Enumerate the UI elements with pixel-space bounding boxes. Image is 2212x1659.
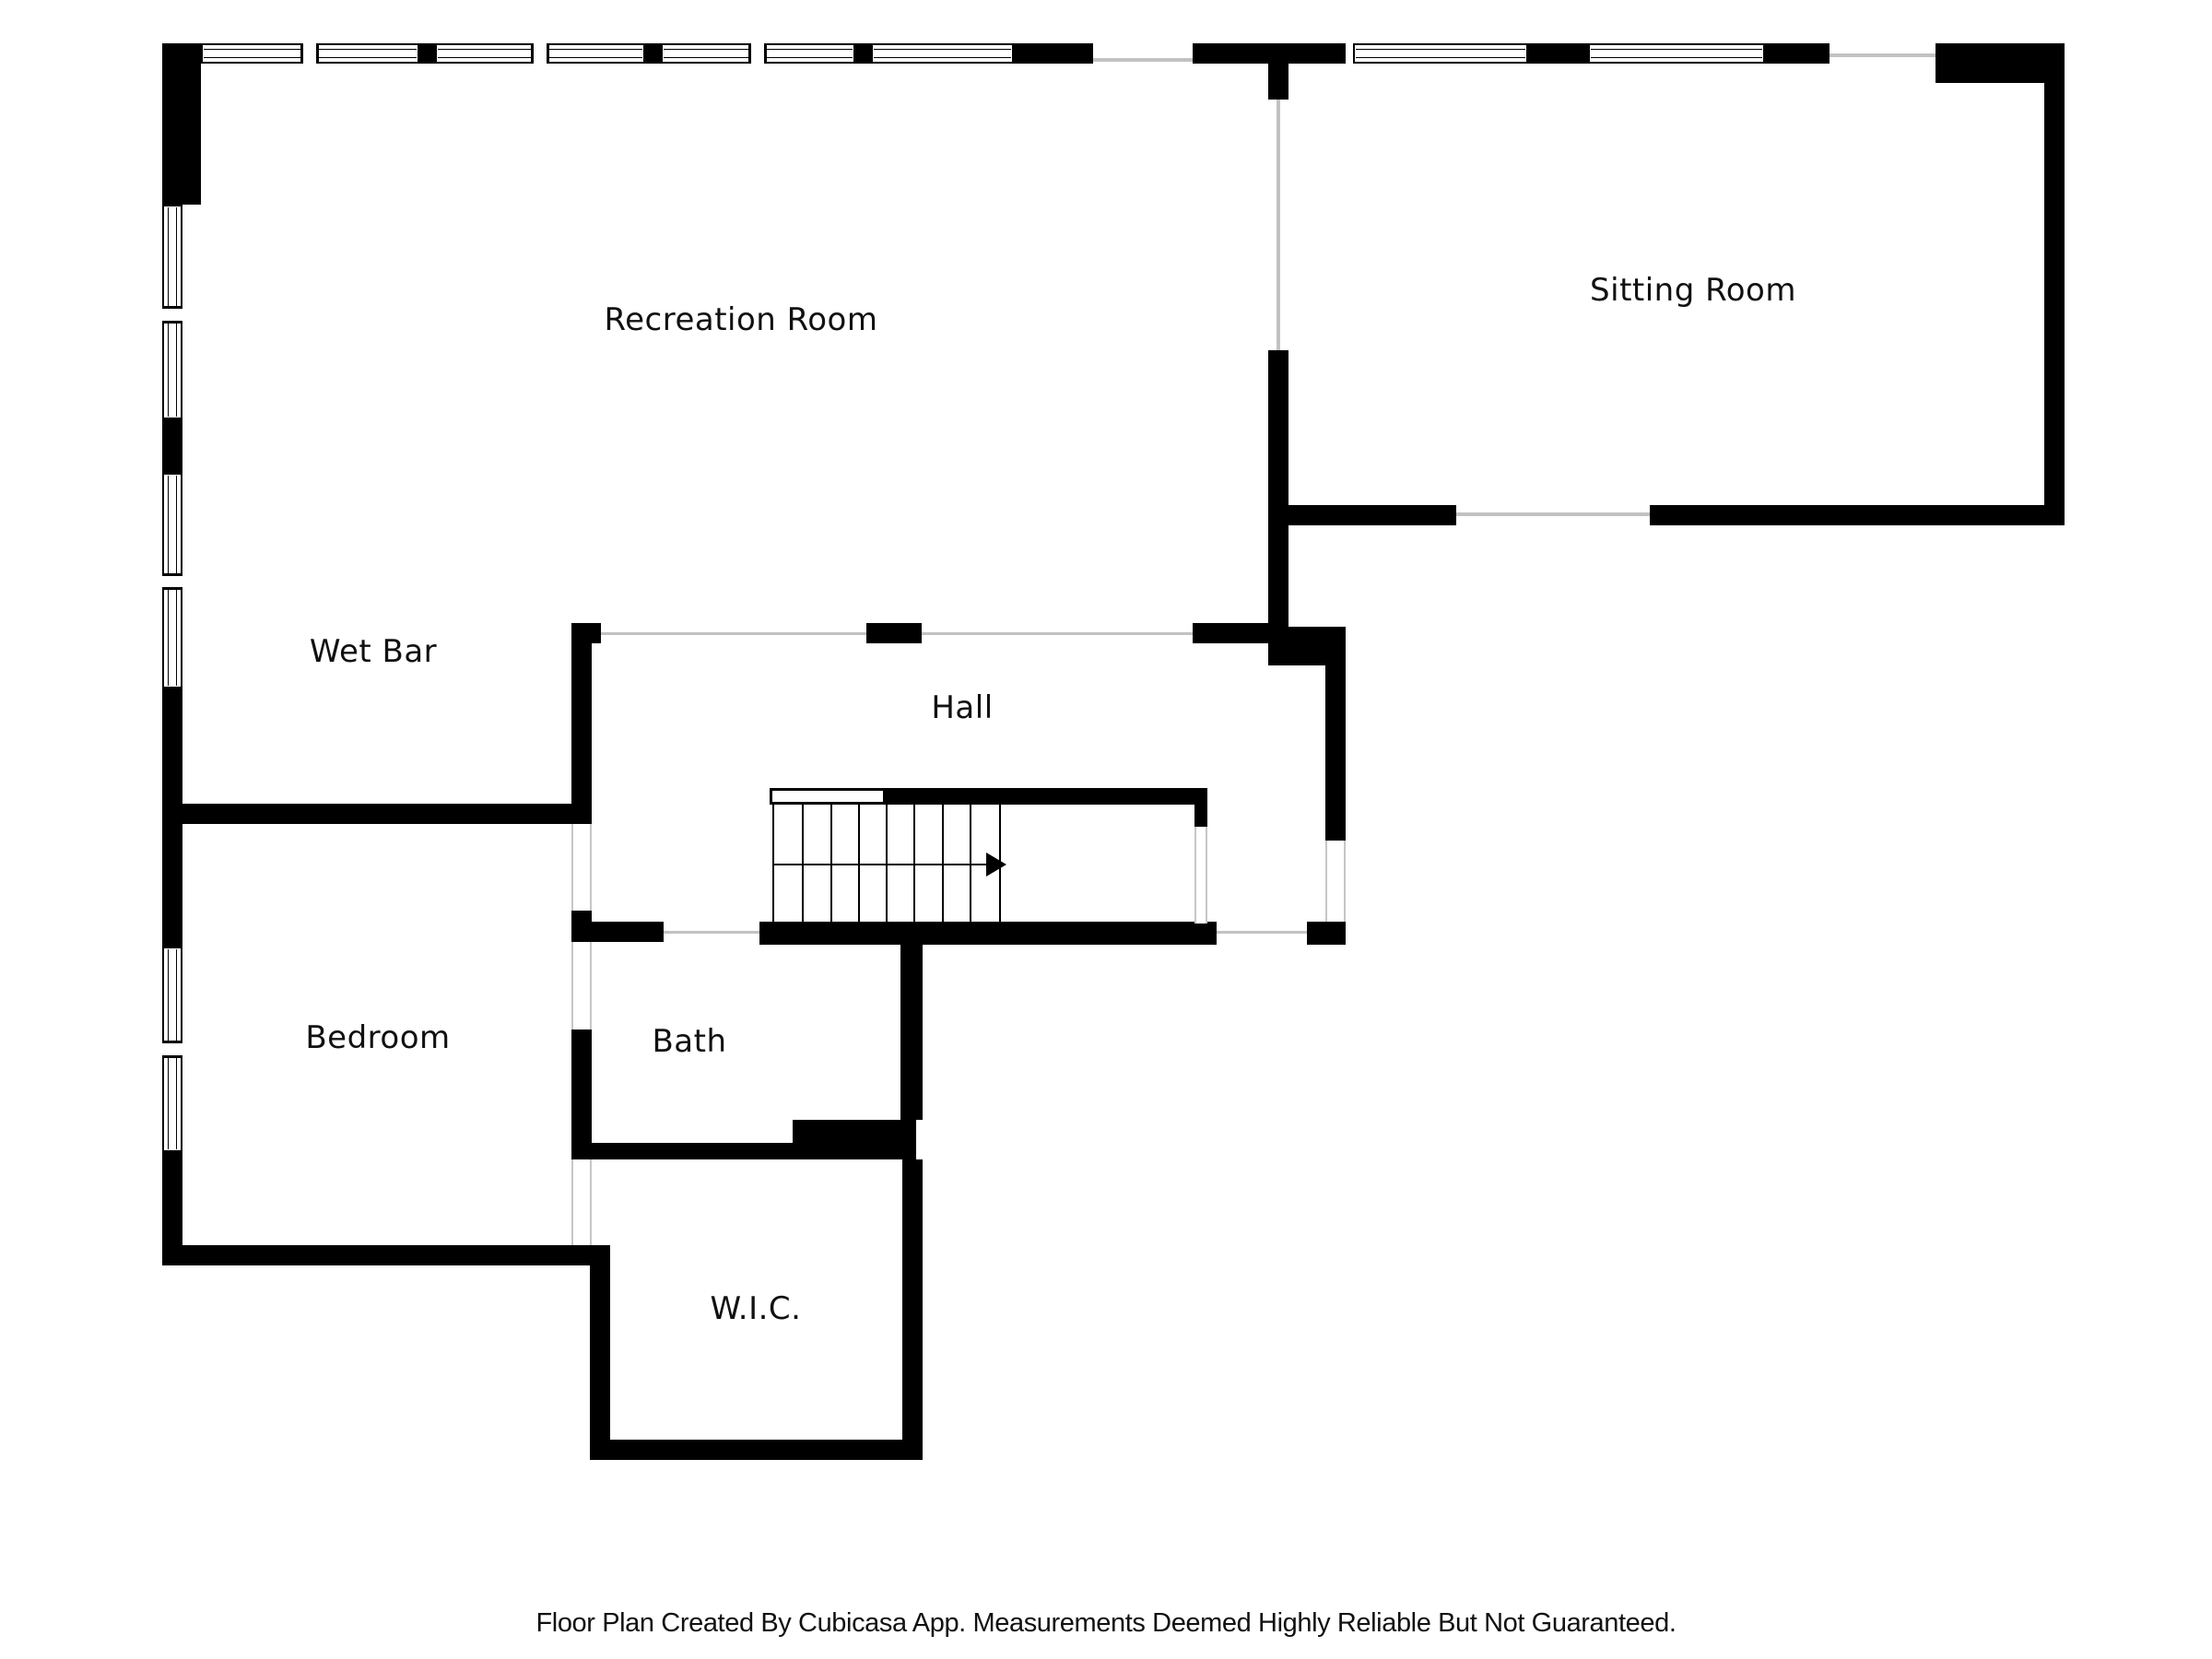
window-mullion — [162, 573, 182, 590]
stair-tread — [970, 805, 971, 922]
room-label-wic: W.I.C. — [710, 1290, 802, 1327]
wall-top — [419, 43, 435, 64]
wall-hall-bottom — [759, 922, 1217, 945]
window-opening-hall-right — [1325, 841, 1346, 933]
wall-bath-block — [793, 1120, 916, 1159]
wall-top — [1014, 43, 1093, 64]
wall-left — [162, 1152, 182, 1265]
wall-hall-right-corner — [1307, 922, 1346, 945]
wall-hall-top — [1193, 623, 1288, 643]
opening-line-top-wall — [1830, 53, 1936, 57]
door-opening-wic — [571, 1159, 592, 1245]
wall-bedroom-bottom — [162, 1245, 610, 1265]
door-opening-bath — [664, 931, 759, 934]
wall-bath-right — [900, 942, 923, 1120]
wall-top — [1765, 43, 1830, 64]
stairs-direction-arrow — [986, 853, 1006, 877]
stair-tread — [802, 805, 804, 922]
stair-tread — [913, 805, 915, 922]
wall-sitting-bottom — [1288, 505, 1456, 525]
wall-wic-left — [590, 1265, 610, 1460]
stair-tread — [886, 805, 888, 922]
wall-wic-right — [902, 1159, 923, 1460]
room-wet-bar-area — [184, 419, 570, 802]
window-mullion — [531, 43, 549, 64]
footer-disclaimer: Floor Plan Created By Cubicasa App. Meas… — [535, 1608, 1677, 1638]
stair-tread — [858, 805, 860, 922]
window-mullion — [300, 43, 319, 64]
room-label-bedroom: Bedroom — [305, 1019, 451, 1056]
window — [1353, 43, 1528, 64]
wall-bath-bottom — [571, 1143, 793, 1159]
wall-sitting-bottom — [1650, 505, 2044, 525]
wall-hall-right — [1325, 665, 1346, 841]
wall-corner-top-right — [1936, 43, 2065, 83]
room-label-sitting: Sitting Room — [1590, 272, 1796, 309]
door-opening-bedroom-bath — [571, 942, 592, 1030]
room-label-wet-bar: Wet Bar — [309, 633, 438, 670]
opening-line-divider — [1277, 100, 1280, 350]
stair-tread — [830, 805, 832, 922]
stairs-top-wall — [886, 788, 1207, 805]
stair-tread — [942, 805, 944, 922]
opening-line-hall-top — [922, 632, 1193, 635]
wall-top — [855, 43, 871, 64]
wall-left — [162, 419, 182, 473]
stair-tread — [772, 805, 774, 922]
wall-top — [645, 43, 661, 64]
window — [1588, 43, 1765, 64]
wall-top — [1193, 43, 1346, 64]
window — [871, 43, 1014, 64]
wall-divider — [1268, 350, 1288, 647]
wall-corner-top-left — [162, 43, 201, 205]
wall-wic-bottom — [590, 1440, 923, 1460]
stairs-landing — [770, 788, 886, 805]
wall-hall-top — [866, 623, 922, 643]
wall-left — [162, 688, 182, 947]
wall-sitting-right — [2044, 83, 2065, 525]
wall-divider — [1268, 64, 1288, 100]
opening-line-hall-bottom — [1217, 931, 1307, 934]
wall-hall-bottom — [571, 922, 664, 942]
opening-line-top-wall — [1093, 58, 1193, 62]
stairs-open-side — [1194, 827, 1207, 924]
door-opening-bedroom — [571, 824, 592, 911]
wall-top — [1528, 43, 1588, 64]
wall-hall-left — [571, 623, 592, 824]
room-hall-area — [594, 645, 1324, 920]
window-mullion — [748, 43, 767, 64]
room-label-hall: Hall — [931, 689, 994, 726]
wall-bath-left — [571, 1030, 592, 1143]
room-bath-area — [594, 944, 899, 1141]
stairs-direction-line — [772, 864, 986, 865]
window-mullion — [162, 1041, 182, 1058]
window-mullion — [162, 306, 182, 324]
wall-wetbar-bedroom — [181, 804, 592, 824]
room-label-bath: Bath — [652, 1023, 727, 1060]
stairs-end-post — [1194, 805, 1207, 827]
wall-hall-jog — [1268, 627, 1346, 665]
opening-line-hall-top — [601, 632, 866, 635]
room-label-recreation: Recreation Room — [604, 301, 878, 338]
opening-line-sitting-bottom — [1456, 512, 1650, 516]
